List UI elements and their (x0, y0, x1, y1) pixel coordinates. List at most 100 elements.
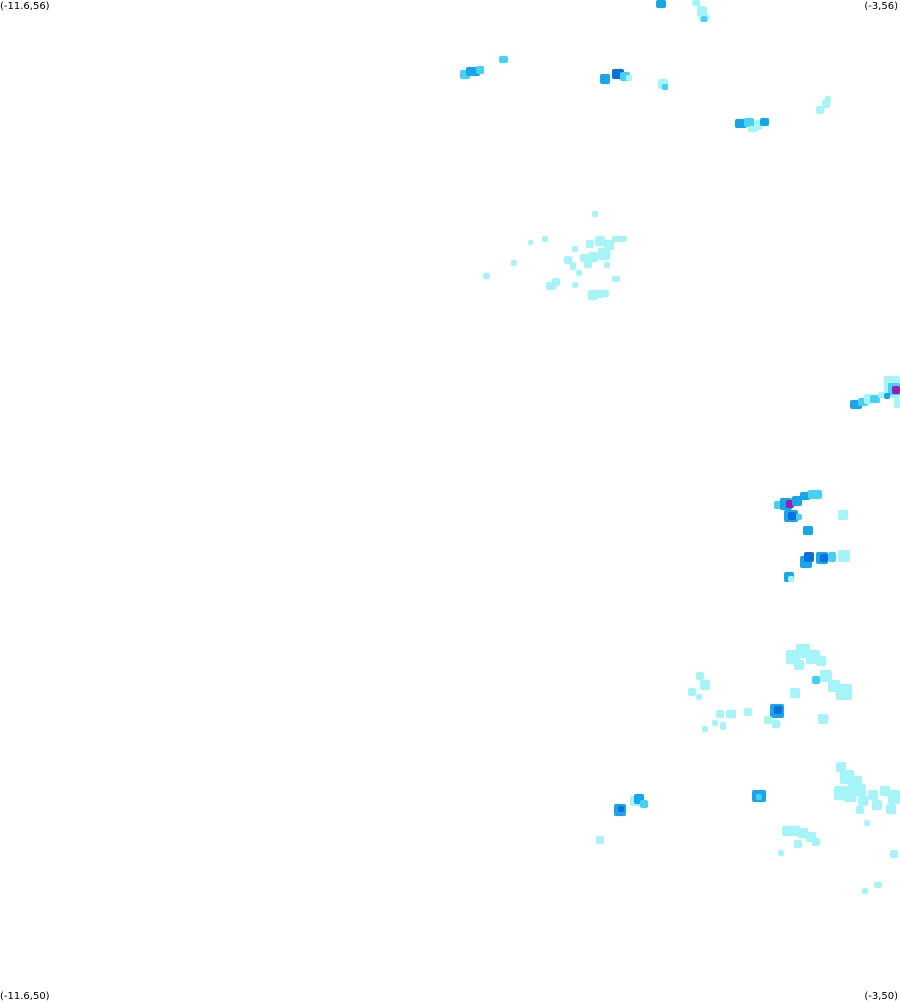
radar-cell (600, 74, 610, 84)
radar-cell (588, 290, 598, 300)
radar-cell (764, 716, 772, 724)
radar-cell (892, 386, 900, 394)
radar-cell (854, 784, 866, 796)
radar-cell (816, 106, 824, 114)
corner-label-bottom-right: (-3,50) (864, 991, 898, 1002)
radar-cell (640, 800, 648, 808)
radar-cell (542, 236, 548, 242)
radar-cell (602, 290, 609, 297)
radar-cell (790, 688, 800, 698)
radar-cell (701, 16, 707, 22)
radar-cell (812, 676, 820, 684)
radar-cell (886, 804, 896, 814)
radar-cell (598, 248, 610, 260)
radar-cell (595, 236, 605, 246)
radar-cell (483, 273, 490, 279)
radar-cell (744, 118, 754, 127)
radar-cell (656, 0, 666, 8)
corner-label-bottom-left: (-11.6,50) (0, 991, 50, 1002)
radar-cell (511, 260, 517, 266)
radar-cell (716, 710, 724, 718)
radar-cell (818, 714, 828, 724)
corner-label-top-right: (-3,56) (864, 1, 898, 12)
radar-cell (697, 6, 707, 16)
radar-cell (856, 806, 864, 814)
radar-cell (604, 262, 610, 268)
radar-cell (499, 56, 508, 63)
radar-cell (688, 688, 696, 696)
radar-cell (820, 670, 832, 682)
radar-cell (820, 554, 828, 562)
radar-cell (888, 790, 900, 804)
radar-cell (864, 820, 870, 826)
radar-cell (702, 726, 708, 732)
radar-cell (604, 240, 614, 250)
radar-cell (476, 66, 484, 74)
radar-cell (794, 840, 802, 848)
radar-cell (816, 656, 826, 666)
radar-cell (564, 256, 572, 264)
radar-cell (626, 75, 632, 81)
radar-cell (782, 826, 792, 836)
radar-cell (726, 710, 736, 718)
radar-cell (890, 850, 898, 858)
radar-cell (803, 526, 813, 535)
radar-cell (760, 118, 769, 126)
radar-cell (868, 790, 878, 800)
radar-cell (662, 84, 668, 90)
radar-cell (712, 720, 718, 726)
radar-cell (772, 720, 780, 728)
radar-cell (870, 395, 880, 403)
radar-cell (880, 786, 890, 796)
radar-cell (872, 800, 882, 810)
radar-cell (692, 0, 700, 6)
radar-cell (894, 398, 900, 408)
radar-cell (804, 552, 814, 562)
radar-cell (808, 490, 822, 499)
radar-cell (778, 850, 784, 856)
radar-cell (790, 826, 800, 836)
radar-cell (612, 236, 622, 242)
radar-cell (874, 882, 882, 888)
radar-cell (884, 393, 890, 399)
radar-cell (528, 240, 533, 245)
radar-cell (696, 694, 702, 700)
radar-cell (774, 706, 782, 714)
radar-cell (788, 576, 794, 582)
radar-cell (792, 496, 802, 506)
radar-cell (825, 96, 831, 102)
radar-cell (812, 838, 820, 846)
radar-cell (794, 660, 804, 670)
radar-cell (744, 708, 752, 716)
radar-cell (596, 836, 604, 844)
radar-cell (796, 514, 802, 520)
radar-cell (836, 684, 852, 700)
radar-cell (572, 246, 578, 252)
radar-cell (862, 888, 868, 894)
radar-cell (696, 672, 704, 680)
radar-cell (576, 270, 582, 276)
radar-cell (844, 790, 856, 802)
radar-cell (756, 794, 762, 800)
radar-cell (612, 276, 620, 282)
radar-cell (592, 211, 598, 217)
radar-cell (586, 240, 594, 248)
radar-cell (584, 260, 592, 268)
radar-cell (838, 550, 850, 562)
radar-cell (588, 252, 598, 262)
radar-cell (720, 722, 726, 730)
radar-cell (552, 278, 560, 286)
radar-cell (700, 680, 710, 690)
radar-cell (620, 236, 627, 242)
radar-cell (828, 552, 836, 562)
radar-cell (858, 796, 868, 806)
radar-cell (798, 828, 808, 838)
radar-cell (788, 512, 796, 520)
corner-label-top-left: (-11.6,56) (0, 1, 50, 12)
radar-cell (864, 394, 872, 404)
radar-cell (570, 262, 576, 270)
radar-cell (618, 806, 624, 812)
radar-cell (838, 510, 848, 520)
radar-cell (572, 282, 578, 288)
